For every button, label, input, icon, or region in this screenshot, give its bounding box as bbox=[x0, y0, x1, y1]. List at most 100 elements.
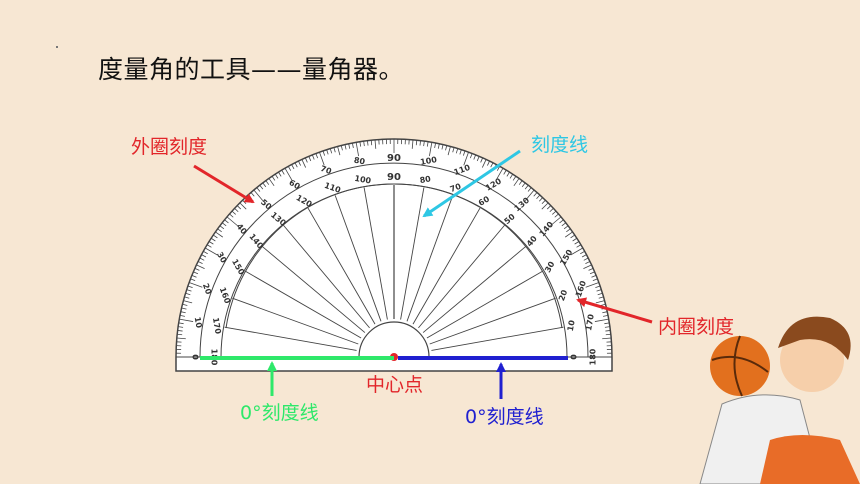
tick-line-label: 刻度线 bbox=[531, 134, 589, 156]
tick-mark bbox=[445, 145, 448, 151]
tick-mark bbox=[301, 159, 307, 168]
tick-mark bbox=[469, 153, 473, 159]
inner-scale-number: 80 bbox=[419, 174, 432, 185]
tick-mark bbox=[447, 146, 451, 156]
tick-mark bbox=[256, 187, 261, 192]
tick-mark bbox=[476, 156, 480, 162]
tick-mark bbox=[311, 154, 315, 160]
tick-mark bbox=[602, 337, 612, 340]
outer-scale-number: 180 bbox=[589, 348, 598, 365]
tick-mark bbox=[213, 234, 218, 239]
tick-mark bbox=[585, 282, 599, 288]
tick-mark bbox=[411, 139, 414, 149]
tick-mark bbox=[187, 285, 193, 289]
tick-mark bbox=[459, 149, 462, 155]
tick-mark bbox=[274, 173, 279, 179]
outer-scale-number: 70 bbox=[319, 164, 333, 176]
inner-scale-number: 0 bbox=[570, 354, 579, 360]
inner-scale-number: 170 bbox=[211, 317, 223, 335]
tick-mark bbox=[603, 315, 609, 317]
tick-mark bbox=[224, 219, 229, 224]
tick-mark bbox=[363, 141, 365, 147]
tick-mark bbox=[281, 169, 285, 175]
tick-mark bbox=[536, 194, 541, 199]
tick-mark bbox=[605, 330, 611, 332]
tick-mark bbox=[219, 225, 225, 230]
tick-mark bbox=[319, 152, 325, 166]
tick-mark bbox=[348, 143, 351, 149]
tick-mark bbox=[527, 187, 532, 192]
tick-mark bbox=[304, 157, 308, 163]
tick-mark bbox=[521, 182, 526, 188]
tick-mark bbox=[194, 267, 200, 271]
tick-mark bbox=[591, 274, 597, 278]
tick-mark bbox=[524, 184, 529, 190]
tick-mark bbox=[570, 234, 575, 239]
tick-mark bbox=[480, 157, 484, 163]
outer-scale-number: 170 bbox=[584, 313, 596, 331]
tick-mark bbox=[322, 150, 326, 156]
tick-mark bbox=[185, 292, 191, 296]
outer-scale-number: 100 bbox=[420, 155, 438, 167]
tick-mark bbox=[550, 216, 562, 227]
tick-mark bbox=[496, 166, 501, 171]
tick-mark bbox=[583, 264, 592, 270]
tick-mark bbox=[518, 180, 523, 185]
radial-spoke bbox=[429, 297, 556, 345]
outer-scale-number: 80 bbox=[353, 156, 366, 167]
tick-mark bbox=[462, 150, 466, 156]
tick-mark bbox=[193, 271, 199, 275]
radial-spoke bbox=[426, 270, 544, 339]
tick-mark bbox=[291, 164, 295, 170]
outer-scale-number: 20 bbox=[201, 282, 213, 296]
radial-spoke bbox=[418, 224, 505, 329]
spoke-group bbox=[222, 185, 566, 358]
inner-scale-number: 20 bbox=[557, 288, 569, 302]
outer-band-inner-arc bbox=[199, 162, 589, 358]
inner-scale-number: 90 bbox=[387, 172, 401, 183]
tick-mark bbox=[473, 154, 477, 160]
tick-mark bbox=[308, 156, 312, 162]
tick-mark bbox=[259, 184, 264, 190]
inner-scale-number: 100 bbox=[354, 174, 372, 186]
tick-mark bbox=[423, 141, 425, 147]
tick-mark bbox=[231, 210, 236, 215]
tick-mark bbox=[415, 140, 418, 146]
tick-mark bbox=[570, 247, 583, 256]
tick-mark bbox=[315, 153, 319, 159]
tick-mark bbox=[181, 307, 187, 310]
tick-mark bbox=[589, 271, 595, 275]
tick-mark bbox=[374, 139, 377, 149]
tick-mark bbox=[178, 326, 184, 328]
radial-spoke bbox=[363, 187, 388, 320]
tick-mark bbox=[564, 231, 573, 238]
radial-spoke bbox=[232, 297, 359, 345]
tick-mark bbox=[239, 202, 247, 210]
tick-mark bbox=[566, 228, 571, 233]
tick-mark bbox=[278, 171, 282, 177]
tick-mark bbox=[217, 228, 222, 233]
tick-mark bbox=[495, 168, 504, 181]
tick-mark bbox=[594, 318, 609, 322]
tick-mark bbox=[201, 254, 207, 258]
radial-spoke bbox=[400, 187, 425, 320]
radial-spoke bbox=[412, 207, 481, 325]
tick-mark bbox=[604, 326, 610, 328]
tick-mark bbox=[490, 162, 494, 168]
tick-mark bbox=[419, 140, 421, 146]
tick-line-arrow bbox=[422, 149, 521, 218]
basketball-boy-icon bbox=[699, 316, 860, 484]
radial-spoke bbox=[261, 246, 366, 333]
radial-spoke bbox=[283, 224, 370, 329]
tick-mark bbox=[271, 176, 276, 181]
tick-mark bbox=[600, 303, 606, 306]
outer-scale-number: 90 bbox=[387, 153, 401, 164]
tick-mark bbox=[524, 189, 535, 201]
tick-mark bbox=[585, 261, 591, 264]
tick-mark bbox=[437, 143, 440, 149]
tick-mark bbox=[541, 202, 549, 210]
tick-group bbox=[176, 139, 612, 358]
tick-mark bbox=[429, 142, 433, 157]
tick-mark bbox=[197, 261, 203, 264]
tick-mark bbox=[604, 322, 610, 325]
